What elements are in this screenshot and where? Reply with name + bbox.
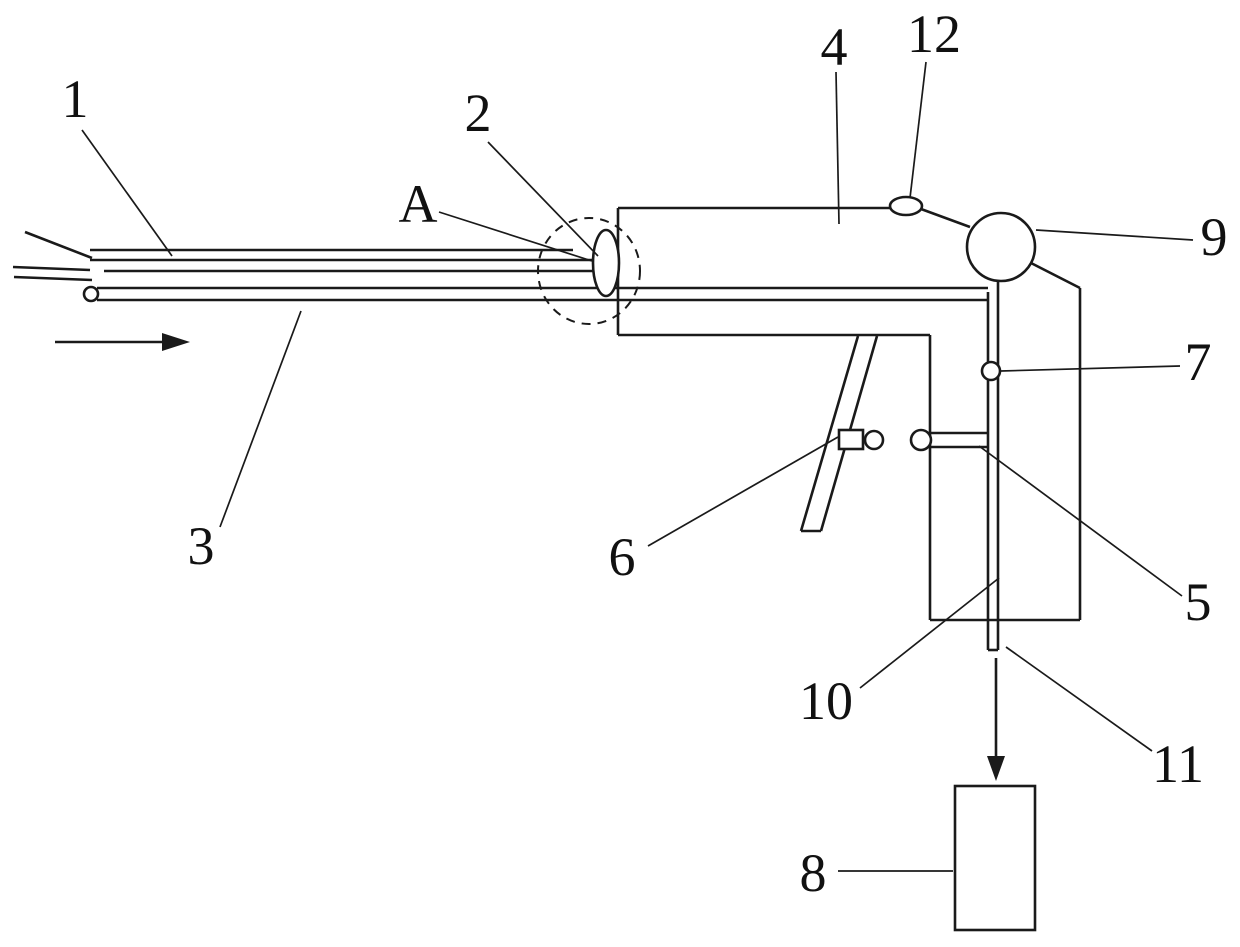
leader-5 — [978, 445, 1183, 597]
leader-2 — [487, 141, 599, 257]
trigger-lever — [799, 335, 885, 533]
label-11: 11 — [1152, 734, 1204, 794]
label-5: 5 — [1185, 572, 1212, 632]
receiver-box-8 — [953, 784, 1037, 932]
instrument-shaft — [12, 230, 988, 303]
label-9: 9 — [1201, 207, 1228, 267]
trigger-knob-circle — [863, 429, 885, 451]
shaft-tip-lower-line-2 — [13, 275, 93, 282]
direction-arrow — [55, 333, 190, 351]
direction-arrow-head — [162, 333, 190, 351]
label-1: 1 — [62, 69, 89, 129]
down-arrow — [987, 658, 1005, 781]
leader-10 — [859, 577, 1000, 689]
inner-tube — [986, 281, 1000, 652]
leader-lines — [81, 61, 1194, 872]
body-shoulder-line — [920, 207, 971, 229]
instrument-body — [616, 206, 1082, 622]
side-connector — [909, 428, 988, 452]
leader-A — [438, 211, 593, 262]
down-arrow-head — [987, 756, 1005, 781]
trigger-front-line — [799, 335, 860, 532]
coupling-ellipse-2 — [591, 228, 621, 298]
leader-12 — [909, 61, 927, 199]
leader-9 — [1035, 229, 1194, 241]
detail-circle-A — [537, 217, 641, 325]
label-A: A — [399, 174, 438, 234]
connector-circle — [909, 428, 933, 452]
label-6: 6 — [609, 527, 636, 587]
leader-6 — [647, 436, 839, 547]
leader-1 — [81, 129, 173, 257]
shaft-end-pin — [82, 285, 100, 303]
label-7: 7 — [1185, 332, 1212, 392]
label-8: 8 — [800, 843, 827, 903]
label-2: 2 — [465, 83, 492, 143]
trigger-knob-block — [837, 428, 865, 451]
reference-labels: 1 2 A 4 12 9 7 5 6 3 10 11 8 — [62, 4, 1228, 903]
leader-4 — [835, 71, 840, 225]
leader-7 — [1000, 365, 1181, 372]
leader-11 — [1005, 646, 1153, 752]
leader-3 — [219, 310, 302, 528]
label-4: 4 — [821, 17, 848, 77]
shaft-tip-lower-line-1 — [12, 265, 91, 272]
port-ellipse-12 — [888, 195, 924, 217]
label-3: 3 — [188, 516, 215, 576]
label-10: 10 — [799, 671, 853, 731]
knob-circle-9 — [965, 211, 1037, 283]
valve-circle-7 — [980, 360, 1002, 382]
label-12: 12 — [907, 4, 961, 64]
shaft-tip-upper-line — [24, 230, 93, 260]
handle-shoulder-line — [1030, 261, 1081, 290]
